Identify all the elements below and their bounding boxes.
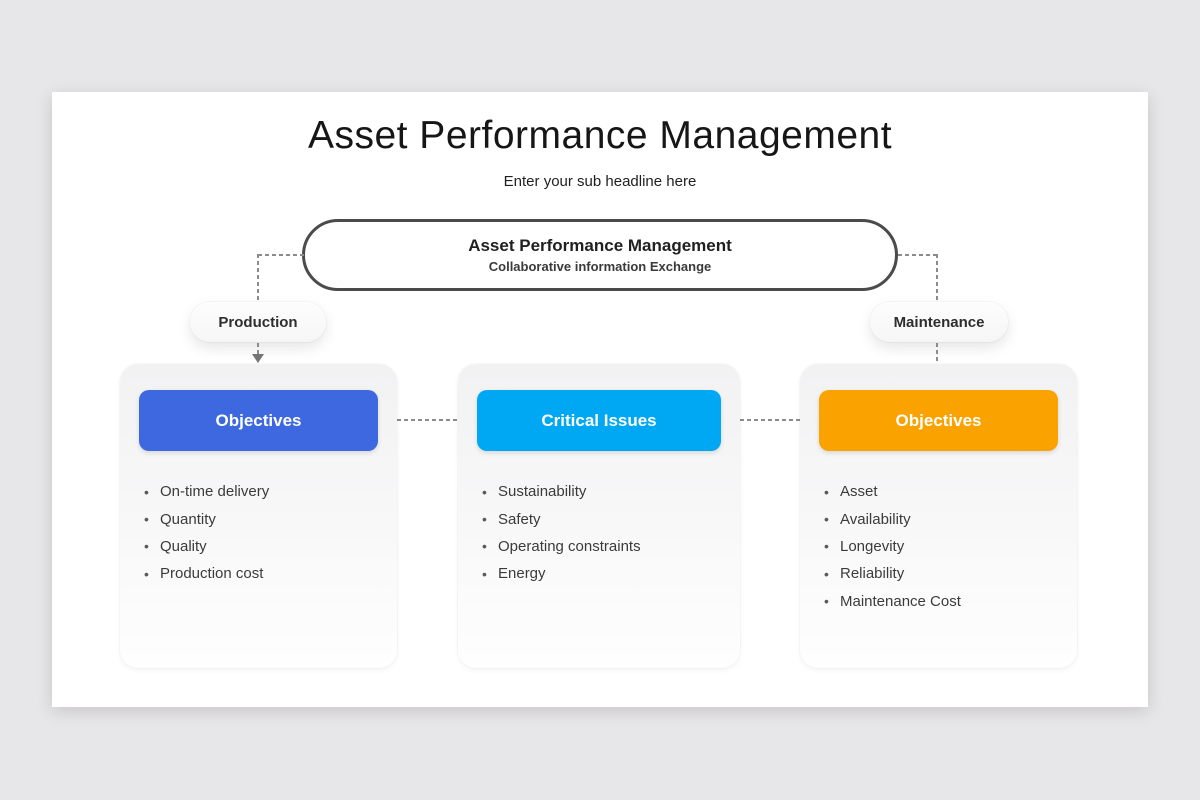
list-item-text: Maintenance Cost (840, 592, 961, 610)
card-header-critical-issues: Critical Issues (477, 390, 721, 451)
list-item-text: Quantity (160, 510, 216, 528)
list-item-text: Longevity (840, 537, 905, 555)
list-item: • Production cost (120, 560, 397, 587)
card-production-objectives: Objectives • On-time delivery • Quantity • Qu… (120, 364, 397, 668)
list-item-text: On-time delivery (160, 483, 270, 501)
connector-production-to-card (257, 343, 259, 355)
connector-hub-to-maintenance-vertical (936, 254, 938, 302)
bullet-icon: • (824, 593, 829, 610)
list-item: • Maintenance Cost (800, 588, 1077, 615)
branch-pill-maintenance: Maintenance (870, 302, 1008, 342)
branch-pill-production-label: Production (218, 313, 298, 331)
card-list-critical-issues: • Sustainability • Safety • Operating constra… (458, 478, 740, 588)
list-item-text: Safety (498, 510, 541, 528)
bullet-icon: • (144, 538, 149, 555)
list-item: • Quantity (120, 505, 397, 532)
hub-subtitle: Collaborative information Exchange (488, 259, 712, 274)
list-item-text: Availability (840, 510, 911, 528)
arrow-down-icon (252, 354, 264, 363)
list-item-text: Operating constraints (498, 537, 641, 555)
card-list-maintenance: • Asset • Availability • Longevity • Reliabilit… (800, 478, 1077, 615)
connector-maintenance-to-card (936, 343, 938, 364)
list-item: • Sustainability (458, 478, 740, 505)
list-item-text: Sustainability (498, 483, 587, 501)
list-item: • Quality (120, 533, 397, 560)
list-item: • Asset (800, 478, 1077, 505)
hub-node: Asset Performance Management Collaborati… (302, 219, 898, 291)
list-item: • On-time delivery (120, 478, 397, 505)
bullet-icon: • (144, 483, 149, 500)
card-header-objectives-left: Objectives (139, 390, 378, 451)
slide-canvas: Asset Performance Management Enter your … (52, 92, 1148, 707)
bullet-icon: • (824, 565, 829, 582)
connector-hub-to-maintenance-horizontal (898, 254, 938, 256)
card-maintenance-objectives: Objectives • Asset • Availability • Longevity… (800, 364, 1077, 668)
list-item: • Reliability (800, 560, 1077, 587)
bullet-icon: • (824, 538, 829, 555)
list-item-text: Reliability (840, 565, 905, 583)
bullet-icon: • (482, 538, 487, 555)
list-item-text: Asset (840, 483, 878, 501)
hub-title: Asset Performance Management (468, 236, 732, 255)
bullet-icon: • (482, 483, 487, 500)
bullet-icon: • (824, 483, 829, 500)
connector-hub-to-production-vertical (257, 254, 259, 302)
bullet-icon: • (482, 565, 487, 582)
bullet-icon: • (144, 565, 149, 582)
bullet-icon: • (482, 511, 487, 528)
card-header-objectives-right: Objectives (819, 390, 1058, 451)
branch-pill-maintenance-label: Maintenance (893, 313, 985, 331)
list-item-text: Quality (160, 537, 207, 555)
list-item-text: Production cost (160, 565, 264, 583)
card-list-production: • On-time delivery • Quantity • Quality • Produ… (120, 478, 397, 588)
connector-card2-card3 (740, 419, 800, 421)
connector-hub-to-production-horizontal (258, 254, 304, 256)
branch-pill-production: Production (190, 302, 326, 342)
list-item: • Availability (800, 505, 1077, 532)
list-item: • Safety (458, 505, 740, 532)
page-subtitle: Enter your sub headline here (503, 173, 697, 190)
page-title: Asset Performance Management (307, 114, 893, 157)
list-item: • Longevity (800, 533, 1077, 560)
bullet-icon: • (824, 511, 829, 528)
list-item-text: Energy (498, 565, 546, 583)
bullet-icon: • (144, 511, 149, 528)
connector-card1-card2 (397, 419, 458, 421)
card-critical-issues: Critical Issues • Sustainability • Safety • O… (458, 364, 740, 668)
list-item: • Operating constraints (458, 533, 740, 560)
list-item: • Energy (458, 560, 740, 587)
